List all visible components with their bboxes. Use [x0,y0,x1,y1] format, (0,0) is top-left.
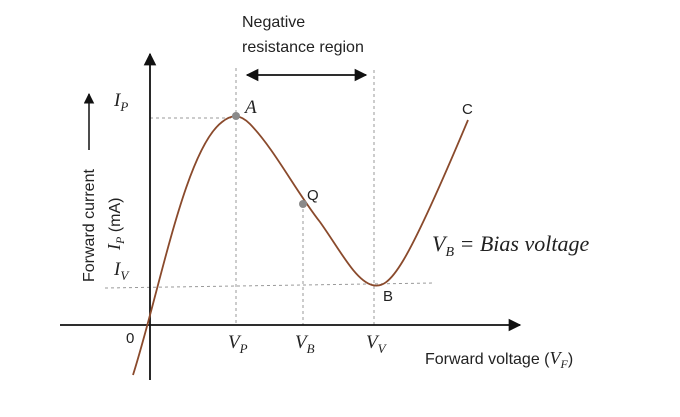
y-axis-sublabel: IP (mA) [104,198,127,251]
point-a-label: A [243,97,257,118]
ip-tick-label: IP [113,90,128,114]
vv-tick-label: VV [366,332,388,356]
point-q-label: Q [307,187,319,204]
y-axis-title-group: Forward current [81,92,98,282]
vp-tick-label: VP [228,332,248,356]
x-axis-label: Forward voltage (VF) [425,348,573,371]
vb-tick-label: VB [295,332,315,356]
point-q-dot [299,200,307,208]
origin-label: 0 [126,330,134,347]
point-c-label: C [462,101,473,118]
iv-curve [132,115,469,376]
y-axis-subtitle-group: IP (mA) [104,198,127,251]
point-b-label: B [383,288,393,305]
y-axis-label: Forward current [81,169,98,282]
iv-tick-label: IV [113,259,130,283]
bias-voltage-equation: VB = Bias voltage [432,231,589,260]
region-label-line1: Negative [242,14,305,31]
point-a-dot [232,112,240,120]
region-label-line2: resistance region [242,39,364,56]
guide-lines [104,68,436,325]
guide-iv-horizontal [104,282,436,289]
